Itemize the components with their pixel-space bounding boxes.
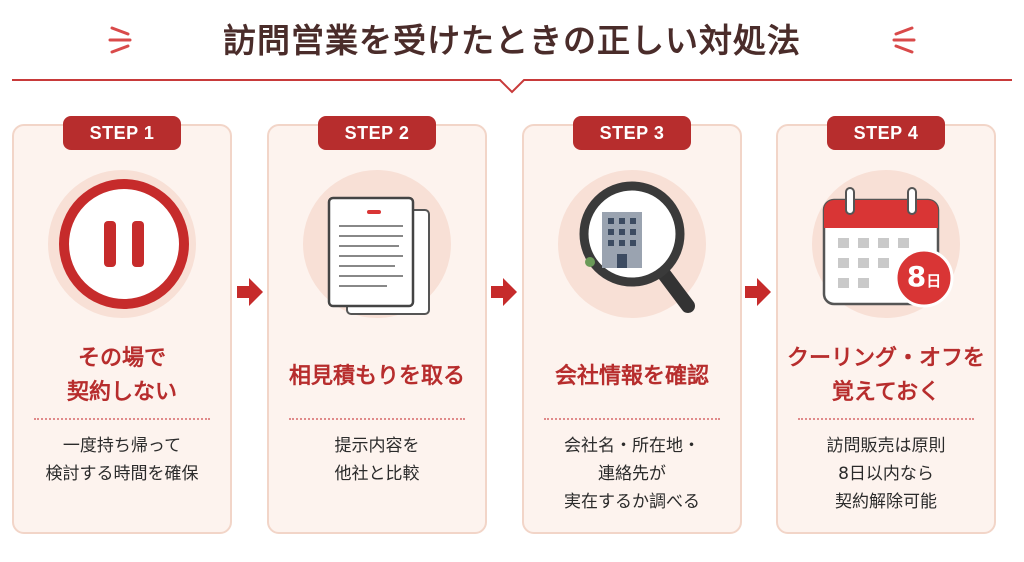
step-description: 訪問販売は原則 8日以内なら 契約解除可能	[778, 432, 994, 516]
desc-line: 会社名・所在地・	[564, 436, 700, 456]
arrow-right-icon	[491, 278, 517, 306]
step-card-3: STEP 3 会社情報を確認 会社名・所在地・ 連絡先が 実在するか調べる	[522, 116, 742, 534]
desc-line: 8日以内なら	[838, 464, 934, 484]
step-card-4: STEP 4 8 日 クーリング・オフを 覚えておく 訪問販売	[776, 116, 996, 534]
step-card-2: STEP 2 相見積もりを取る 提示内容を 他社と比較	[267, 116, 487, 534]
dotted-divider	[798, 418, 974, 420]
step-heading-line: 会社情報を確認	[554, 364, 709, 389]
dotted-divider	[289, 418, 465, 420]
step-heading-line: 契約しない	[66, 380, 177, 405]
calendar-day-badge: 8 日	[896, 260, 952, 296]
step-heading: その場で 契約しない	[14, 342, 230, 410]
desc-line: 提示内容を	[334, 436, 420, 456]
dotted-divider	[34, 418, 210, 420]
step-card-1: STEP 1 その場で 契約しない 一度持ち帰って 検討する時間を確保	[12, 116, 232, 534]
desc-line: 契約解除可能	[835, 492, 937, 512]
magnifier-building-icon	[579, 181, 695, 313]
calendar-day-number: 8	[906, 260, 927, 293]
step-heading-line: クーリング・オフを	[786, 346, 985, 371]
desc-line: 検討する時間を確保	[45, 464, 199, 484]
step-heading: 相見積もりを取る	[269, 360, 485, 394]
step-description: 一度持ち帰って 検討する時間を確保	[14, 432, 230, 488]
page-title: 訪問営業を受けたときの正しい対処法	[223, 21, 801, 60]
desc-line: 一度持ち帰って	[62, 436, 182, 456]
desc-line: 連絡先が	[598, 464, 666, 484]
spark-left-icon	[108, 26, 132, 54]
desc-line: 実在するか調べる	[564, 492, 700, 512]
calendar-day-unit: 日	[926, 272, 942, 290]
dotted-divider	[544, 418, 720, 420]
step-heading: 会社情報を確認	[524, 360, 740, 394]
title-bar: 訪問営業を受けたときの正しい対処法	[0, 6, 1024, 70]
step-heading-line: 覚えておく	[831, 380, 941, 405]
step-heading: クーリング・オフを 覚えておく	[778, 342, 994, 410]
document-icon	[327, 196, 430, 315]
arrow-right-icon	[237, 278, 263, 306]
title-divider	[12, 79, 1012, 94]
step-badge: STEP 2	[318, 116, 436, 150]
step-badge: STEP 1	[63, 116, 181, 150]
calendar-icon	[822, 187, 954, 308]
step-badge: STEP 4	[827, 116, 945, 150]
desc-line: 訪問販売は原則	[826, 436, 946, 456]
step-badge: STEP 3	[573, 116, 691, 150]
step-description: 提示内容を 他社と比較	[269, 432, 485, 488]
step-description: 会社名・所在地・ 連絡先が 実在するか調べる	[524, 432, 740, 516]
pause-icon	[59, 179, 189, 309]
arrow-right-icon	[745, 278, 771, 306]
spark-right-icon	[892, 26, 916, 54]
step-heading-line: 相見積もりを取る	[288, 364, 465, 389]
desc-line: 他社と比較	[334, 464, 420, 484]
step-heading-line: その場で	[77, 346, 166, 371]
